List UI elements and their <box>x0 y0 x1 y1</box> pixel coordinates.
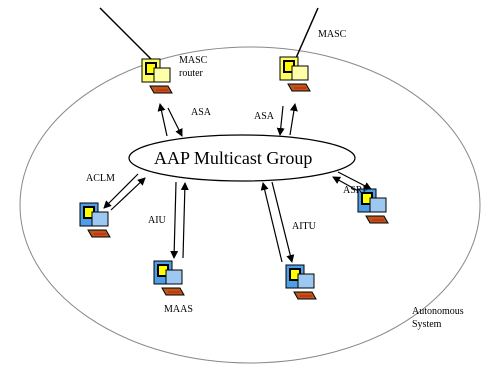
aitu-computer-icon <box>280 262 320 302</box>
asrp-arrow-up <box>332 176 363 194</box>
aitu-arrow-down <box>271 181 295 263</box>
asrp-arrow-down <box>337 171 372 190</box>
external-link-right <box>295 7 319 59</box>
autonomous-system-label-line2: System <box>412 319 442 330</box>
asa-right-label: ASA <box>254 111 275 122</box>
masc-right-label: MASC <box>318 29 347 40</box>
asa-left-arrow-up <box>157 103 168 137</box>
aiu-arrow-down <box>170 181 179 259</box>
maas-computer-icon <box>148 258 188 298</box>
aclm-label: ACLM <box>86 173 115 184</box>
aap-multicast-group-ellipse <box>128 134 356 182</box>
aitu-arrow-up <box>260 182 283 263</box>
masc-right-computer-icon <box>274 54 314 94</box>
asa-right-arrow-down <box>276 105 285 136</box>
asa-left-label: ASA <box>191 107 212 118</box>
autonomous-system-label-line1: Autonomous <box>412 306 464 317</box>
asa-left-arrow-down <box>167 107 183 137</box>
aclm-computer-icon <box>74 200 114 240</box>
maas-label: MAAS <box>164 304 193 315</box>
external-link-left <box>99 7 153 61</box>
masc-router-computer-icon <box>136 56 176 96</box>
aclm-arrow-up <box>110 177 146 211</box>
aclm-arrow-down <box>103 173 139 209</box>
asa-right-arrow-up <box>289 103 298 136</box>
asrp-computer-icon <box>352 186 392 226</box>
asrp-label: ASRP <box>343 185 369 196</box>
multicast-group-label: AAP Multicast Group <box>154 148 313 168</box>
aiu-label: AIU <box>148 215 166 226</box>
autonomous-system-boundary <box>19 46 481 364</box>
masc-router-label-line2: router <box>179 68 203 79</box>
aitu-label: AITU <box>292 221 316 232</box>
masc-router-label-line1: MASC <box>179 55 208 66</box>
aiu-arrow-up <box>180 182 189 259</box>
